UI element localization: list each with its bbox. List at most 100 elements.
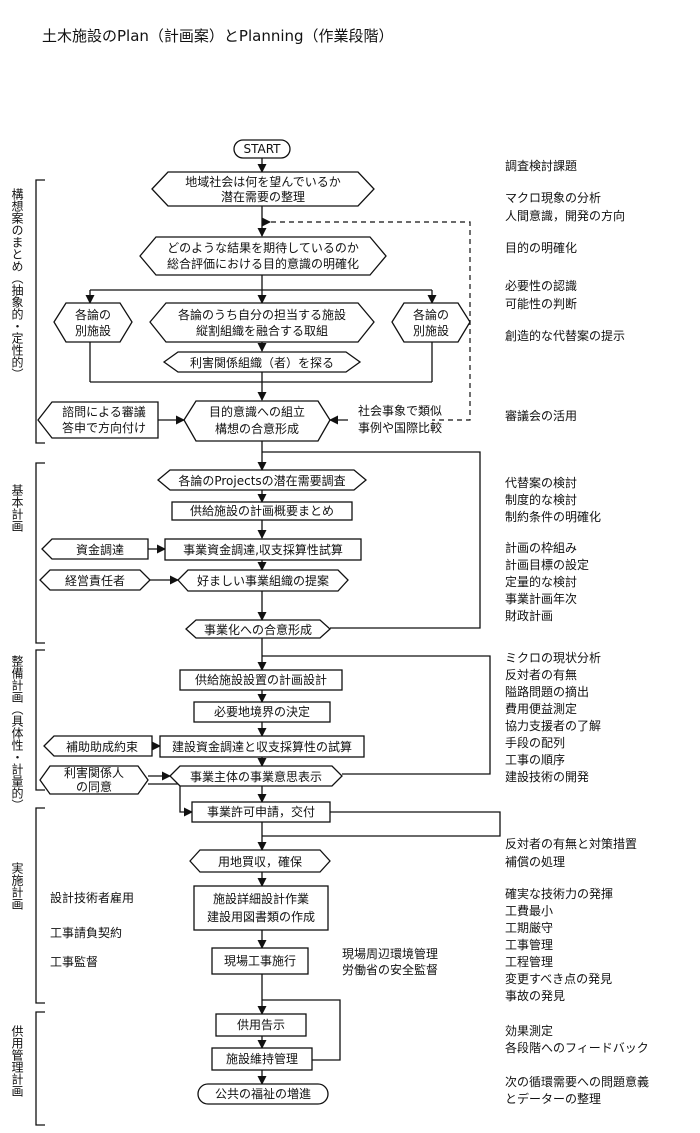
- note-basic-1: 代替案の検討: [505, 475, 577, 490]
- each-left-label-1: 各論の: [75, 307, 111, 322]
- note-basic-3: 制約条件の明確化: [505, 509, 601, 524]
- manager-label: 経営責任者: [65, 574, 125, 588]
- phase-bracket-implementation: [35, 807, 45, 1004]
- page-title: 土木施設のPlan（計画案）とPlanning（作業段階）: [42, 27, 394, 45]
- each-right-label-2: 別施設: [413, 323, 449, 338]
- supply-outline-label: 供給施設の計画概要まとめ: [190, 503, 334, 518]
- funding-label: 資金調達: [76, 542, 124, 557]
- combine-node: [149, 302, 375, 343]
- phase-label-maintenance: 整備計画（具体性・計量的）: [10, 654, 24, 811]
- combine-label-1: 各論のうち自分の担当する施設: [178, 307, 346, 322]
- stakeholder-org-label: 利害関係組織（者）を探る: [190, 355, 334, 370]
- note-next-2: とデーターの整理: [505, 1091, 601, 1106]
- note-tech-3: 工期厳守: [505, 921, 553, 935]
- combine-label-2: 縦割組織を融合する取組: [196, 323, 328, 338]
- regional-needs-label-1: 地域社会は何を望んでいるか: [185, 174, 340, 189]
- note-basic-2: 制度的な検討: [505, 492, 577, 507]
- note-micro-4: 費用便益測定: [505, 701, 577, 716]
- each-left-label-2: 別施設: [75, 323, 111, 338]
- note-micro-2: 反対者の有無: [505, 667, 577, 682]
- note-need-2: 可能性の判断: [505, 296, 577, 311]
- maintenance-node: [211, 1047, 313, 1071]
- expected-result-label-2: 総合評価における目的意識の明確化: [167, 256, 359, 271]
- note-tech-5: 工程管理: [505, 954, 553, 969]
- note-impl-1: 反対者の有無と対策措置: [505, 836, 637, 851]
- manager-node: [39, 569, 151, 591]
- stakeholder-org-node: [162, 351, 362, 373]
- purpose-label-1: 目的意識への組立: [209, 404, 305, 419]
- note-micro-1: ミクロの現状分析: [505, 651, 601, 665]
- note-tech-4: 工事管理: [505, 937, 553, 952]
- potential-survey-node: [156, 469, 368, 491]
- note-micro-5: 協力支援者の了解: [505, 718, 601, 733]
- phase-bracket-concept: [35, 179, 45, 444]
- land-label: 用地買収，確保: [218, 854, 302, 869]
- expected-result-label-1: どのような結果を期待しているのか: [167, 241, 359, 255]
- note-tech-1: 確実な技術力の発揮: [505, 886, 613, 901]
- note-impl-2: 補償の処理: [505, 855, 565, 869]
- subsidy-label: 補助助成約束: [66, 739, 138, 754]
- maintenance-label: 施設維持管理: [226, 1051, 298, 1066]
- each-right-node: [391, 302, 471, 343]
- supervision-label: 工事監督: [50, 954, 98, 969]
- note-tech-2: 工費最小: [505, 903, 553, 918]
- contract-label: 工事請負契約: [50, 925, 122, 940]
- welfare-node: [197, 1083, 329, 1105]
- commercial-consensus-node: [185, 619, 331, 639]
- construction-label: 現場工事施行: [224, 954, 296, 968]
- phase-label-basic: 基本計画: [10, 484, 24, 532]
- supply-design-label: 供給施設設置の計画設計: [195, 672, 327, 687]
- expected-result-node: [139, 236, 387, 276]
- note-need-1: 必要性の認識: [505, 278, 577, 293]
- consult-label-1: 諮問による審議: [62, 404, 146, 419]
- note-effect-2: 各段階へのフィードバック: [505, 1040, 649, 1055]
- supply-outline-node: [171, 501, 353, 521]
- detail-design-label-1: 施設詳細設計作業: [213, 891, 309, 906]
- subsidy-node: [43, 735, 153, 757]
- note-next-1: 次の循環需要への問題意義: [505, 1074, 649, 1089]
- start-node: [233, 139, 291, 159]
- phase-label-implementation: 実施計画: [10, 861, 24, 910]
- phase-bracket-service: [35, 1011, 45, 1126]
- stakeholder-person-label-2: の同意: [76, 779, 112, 794]
- project-funding-node: [164, 538, 362, 561]
- note-tech-7: 事故の発見: [505, 988, 565, 1003]
- note-creative: 創造的な代替案の提示: [505, 328, 625, 343]
- regional-needs-label-2: 潜在需要の整理: [221, 189, 305, 204]
- note-frame-5: 財政計画: [505, 608, 553, 623]
- note-micro-7: 工事の順序: [505, 752, 565, 767]
- phase-label-concept: 構想案のまとめ（抽象的・定性的）: [10, 188, 24, 380]
- env-label-1: 現場周辺環境管理: [342, 946, 438, 961]
- note-frame-3: 定量的な検討: [505, 574, 577, 589]
- boundary-node: [193, 701, 331, 723]
- note-survey: 調査検討課題: [505, 158, 577, 173]
- construction-funding-label: 建設資金調達と収支採算性の試算: [172, 739, 352, 754]
- note-frame-1: 計画の枠組み: [505, 540, 577, 555]
- opening-node: [215, 1013, 307, 1037]
- detail-design-node: [193, 885, 329, 931]
- construction-funding-node: [159, 735, 365, 758]
- boundary-label: 必要地境界の決定: [214, 704, 310, 719]
- purpose-node: [183, 400, 331, 442]
- funding-node: [41, 538, 149, 560]
- phase-label-service: 供用管理計画: [10, 1025, 24, 1097]
- each-right-label-1: 各論の: [413, 307, 449, 322]
- note-micro-3: 隘路問題の摘出: [505, 684, 589, 699]
- intention-label: 事業主体の事業意思表示: [190, 769, 322, 784]
- each-left-node: [53, 302, 133, 343]
- start-label: START: [243, 142, 281, 156]
- opening-label: 供用告示: [237, 1018, 285, 1032]
- preferred-org-label: 好ましい事業組織の提案: [197, 573, 329, 588]
- note-micro-8: 建設技術の開発: [505, 769, 589, 784]
- env-label-2: 労働省の安全監督: [342, 962, 438, 977]
- note-frame-2: 計画目標の設定: [505, 557, 589, 572]
- land-node: [189, 849, 331, 873]
- note-macro-1: マクロ現象の分析: [505, 191, 601, 205]
- note-macro-2: 人間意識，開発の方向: [505, 208, 625, 223]
- detail-design-label-2: 建設用図書類の作成: [207, 909, 315, 924]
- supply-design-node: [179, 669, 343, 691]
- note-council: 審議会の活用: [505, 408, 577, 423]
- potential-survey-label: 各論のProjectsの潜在需要調査: [178, 473, 345, 488]
- note-tech-6: 変更すべき点の発見: [505, 971, 612, 986]
- note-clarify: 目的の明確化: [505, 240, 577, 255]
